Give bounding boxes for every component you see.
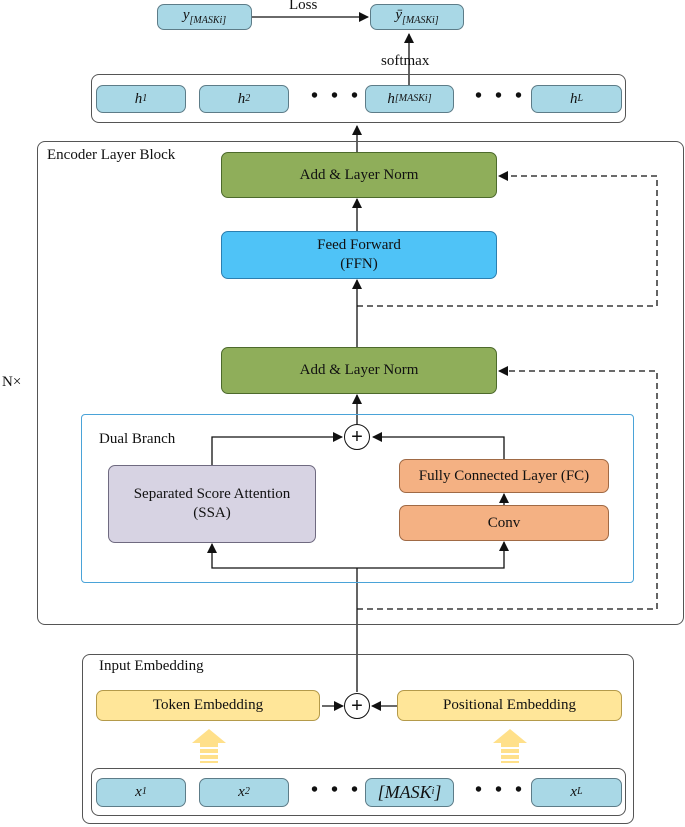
add-layer-norm-mid-label: Add & Layer Norm	[299, 362, 419, 379]
hidden-ellipsis-right: • • •	[475, 85, 527, 107]
conv-label: Conv	[487, 514, 521, 531]
token-embedding-up-arrow	[192, 729, 226, 763]
conv-box: Conv	[399, 505, 609, 541]
residual-ffn-dashed	[357, 171, 658, 307]
softmax-label: softmax	[381, 53, 430, 69]
dual-branch-container	[81, 414, 634, 583]
fc-label: Fully Connected Layer (FC)	[418, 467, 590, 484]
predicted-token-label: ȳ[MASKi]	[395, 7, 439, 27]
repeat-label: N×	[2, 374, 22, 390]
hidden-states-container	[91, 74, 626, 123]
input-embedding-container	[82, 654, 634, 824]
fc-to-sum-arrow	[372, 432, 505, 459]
input-ellipsis-left: • • •	[311, 779, 363, 801]
ffn-label-line2: (FFN)	[340, 256, 378, 272]
positional-embedding-up-arrow	[493, 729, 527, 763]
input-embedding-title: Input Embedding	[99, 658, 204, 674]
dual-branch-title: Dual Branch	[99, 431, 176, 447]
add-layer-norm-mid: Add & Layer Norm	[221, 347, 497, 394]
positional-embedding-label: Positional Embedding	[443, 697, 576, 714]
input-to-ssa-arrow	[207, 543, 357, 569]
hidden-ellipsis-left: • • •	[311, 85, 363, 107]
add-layer-norm-top-label: Add & Layer Norm	[299, 166, 419, 183]
encoder-title: Encoder Layer Block	[47, 147, 176, 163]
input-to-conv-arrow	[357, 541, 509, 569]
hidden-token-mask: h[MASKi]	[365, 85, 454, 113]
ssa-box: Separated Score Attention (SSA)	[108, 465, 316, 543]
dual-sum-node: +	[344, 424, 370, 450]
token-embedding-label: Token Embedding	[152, 697, 264, 714]
input-ellipsis-right: • • •	[475, 779, 527, 801]
ssa-label-line1: Separated Score Attention	[133, 486, 291, 503]
ssa-to-sum-arrow	[211, 432, 343, 465]
target-token-box: y[MASKi]	[157, 4, 252, 30]
predicted-token-box: ȳ[MASKi]	[370, 4, 464, 30]
residual-attention-dashed	[357, 366, 658, 610]
encoder-layer-block	[37, 141, 684, 625]
embedding-sum-node: +	[344, 693, 370, 719]
loss-label: Loss	[289, 0, 318, 13]
ffn-label-line1: Feed Forward	[317, 237, 401, 254]
add-layer-norm-top: Add & Layer Norm	[221, 152, 497, 198]
ssa-label-line2: (SSA)	[193, 505, 231, 521]
feed-forward-box: Feed Forward (FFN)	[221, 231, 497, 279]
input-tokens-container	[91, 768, 626, 816]
token-embedding-box: Token Embedding	[96, 690, 320, 721]
target-token-label: y[MASKi]	[182, 7, 227, 27]
fc-box: Fully Connected Layer (FC)	[399, 459, 609, 493]
positional-embedding-box: Positional Embedding	[397, 690, 622, 721]
